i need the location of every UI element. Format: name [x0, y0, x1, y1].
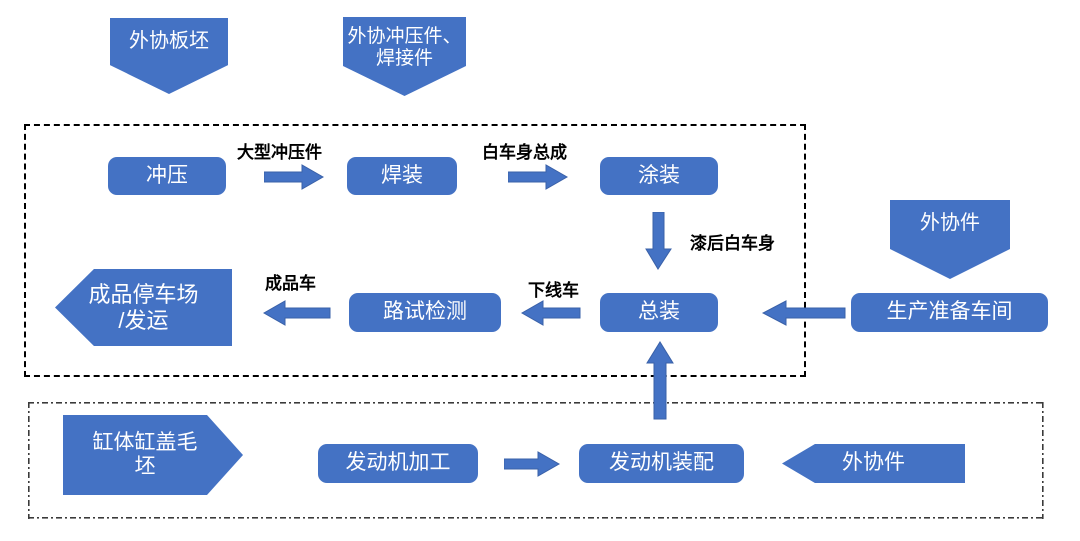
- input-gangti-gangai-maopi-label: 缸体缸盖毛 坯: [92, 430, 198, 478]
- edge-label-qihou-baichesheng: 漆后白车身: [690, 234, 775, 254]
- edge-label-baichesheng-zongcheng: 白车身总成: [482, 143, 567, 163]
- process-zongzhuang-label: 总装: [638, 300, 680, 324]
- input-waixie-jian-bottom[interactable]: 外协件: [782, 444, 965, 483]
- arrow-jiagong-to-zhuangpei: [504, 451, 560, 477]
- input-waixie-banpi-label: 外协板坯: [129, 30, 209, 52]
- input-waixie-jian-right[interactable]: 外协件: [890, 200, 1010, 279]
- process-fadongji-jiagong[interactable]: 发动机加工: [318, 444, 478, 483]
- process-zongzhuang[interactable]: 总装: [600, 293, 718, 332]
- arrow-lushi-to-chengpin: [263, 300, 331, 326]
- process-tuzhuang-label: 涂装: [638, 163, 680, 187]
- process-shengchan-zhunbei-label: 生产准备车间: [886, 300, 1013, 324]
- process-hanzhuang-label: 焊装: [381, 163, 423, 187]
- arrow-chongya-to-hanzhuang: [264, 164, 324, 190]
- process-fadongji-jiagong-label: 发动机加工: [345, 451, 451, 475]
- process-hanzhuang[interactable]: 焊装: [347, 157, 457, 195]
- vehicle-manufacturing-zone: [24, 124, 806, 377]
- process-lushi-jiance[interactable]: 路试检测: [349, 293, 501, 332]
- process-fadongji-zhuangpei-label: 发动机装配: [609, 451, 714, 475]
- arrow-zongzhuang-to-lushi: [521, 300, 581, 326]
- input-gangti-gangai-maopi[interactable]: 缸体缸盖毛 坯: [63, 415, 243, 495]
- process-chongya-label: 冲压: [146, 163, 188, 187]
- edge-label-chengpinche: 成品车: [265, 274, 316, 294]
- edge-label-daxing-chongyajian: 大型冲压件: [237, 143, 322, 163]
- output-chengpin-tingchechang-label: 成品停车场 /发运: [88, 282, 199, 333]
- process-chongya[interactable]: 冲压: [108, 157, 226, 195]
- input-waixie-banpi[interactable]: 外协板坯: [110, 18, 228, 94]
- arrow-shengchan-to-zongzhuang: [762, 300, 846, 326]
- arrow-fadongji-to-zongzhuang: [646, 340, 674, 420]
- process-fadongji-zhuangpei[interactable]: 发动机装配: [579, 444, 744, 483]
- input-waixie-chongyajian[interactable]: 外协冲压件、 焊接件: [343, 17, 466, 96]
- input-waixie-jian-right-label: 外协件: [920, 212, 980, 234]
- input-waixie-chongyajian-label: 外协冲压件、 焊接件: [347, 26, 462, 69]
- arrow-tuzhuang-to-zongzhuang: [645, 212, 673, 270]
- process-shengchan-zhunbei[interactable]: 生产准备车间: [851, 293, 1048, 332]
- input-waixie-jian-bottom-label: 外协件: [842, 451, 905, 475]
- output-chengpin-tingchechang[interactable]: 成品停车场 /发运: [55, 269, 232, 346]
- edge-label-xiaxianche: 下线车: [528, 281, 579, 301]
- arrow-hanzhuang-to-tuzhuang: [508, 164, 568, 190]
- process-tuzhuang[interactable]: 涂装: [600, 157, 718, 195]
- process-lushi-jiance-label: 路试检测: [383, 300, 467, 324]
